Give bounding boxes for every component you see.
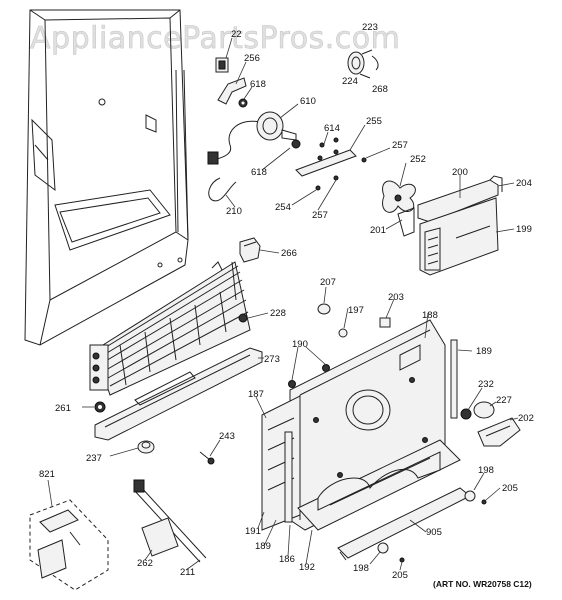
callout-198-bottom: 198 <box>353 563 369 574</box>
art-number: (ART NO. WR20758 C12) <box>433 579 532 589</box>
kit-821-drawing <box>29 499 109 591</box>
screws-257-254-drawing <box>315 157 367 191</box>
callout-199: 199 <box>516 224 532 235</box>
callout-256: 256 <box>244 53 260 64</box>
grommet-618a-drawing <box>238 98 248 108</box>
callout-201: 201 <box>370 225 386 236</box>
callout-190: 190 <box>292 339 308 350</box>
callout-188: 188 <box>422 310 438 321</box>
callout-618-upper: 618 <box>250 79 266 90</box>
callout-210: 210 <box>226 206 242 217</box>
callout-197: 197 <box>348 305 364 316</box>
seal-186-drawing <box>284 431 293 523</box>
light-socket-232-drawing <box>460 408 472 420</box>
callout-192: 192 <box>299 562 315 573</box>
wire-harness-drawing <box>207 120 261 202</box>
screws-198-205-bottom-drawing <box>377 542 405 563</box>
callout-200: 200 <box>452 167 468 178</box>
callout-189-bottom: 189 <box>255 541 271 552</box>
callout-228: 228 <box>270 308 286 319</box>
callout-205-bottom: 205 <box>392 570 408 581</box>
callout-254: 254 <box>275 202 291 213</box>
callout-257-lower: 257 <box>312 210 328 221</box>
callout-203: 203 <box>388 292 404 303</box>
callout-227: 227 <box>496 395 512 406</box>
connector-22-drawing <box>215 57 229 73</box>
callout-labels: 223 22 256 224 268 618 610 614 255 618 2… <box>39 22 534 581</box>
callout-189-right: 189 <box>476 346 492 357</box>
defrost-part-266-drawing <box>239 237 261 263</box>
callout-266: 266 <box>281 248 297 259</box>
heater-tube-211-drawing <box>133 479 207 563</box>
freezer-liner-drawing <box>24 9 189 346</box>
callout-186: 186 <box>279 554 295 565</box>
callout-257-upper: 257 <box>392 140 408 151</box>
callout-268: 268 <box>372 84 388 95</box>
cap-237-drawing <box>137 440 155 454</box>
evaporator-coil-drawing <box>89 261 251 396</box>
fan-motor-610-drawing <box>256 111 297 141</box>
callout-243: 243 <box>219 431 235 442</box>
callout-262: 262 <box>137 558 153 569</box>
callout-273: 273 <box>264 354 280 365</box>
fan-blade-223-drawing <box>347 49 379 79</box>
gasket-189-right-drawing <box>450 339 458 419</box>
callout-255: 255 <box>366 116 382 127</box>
fan-blade-252-drawing <box>382 180 416 213</box>
screws-198-205-right-drawing <box>464 490 487 505</box>
callout-205-right: 205 <box>502 483 518 494</box>
insulation-187-drawing <box>261 395 301 531</box>
callout-202: 202 <box>518 413 534 424</box>
mounting-bracket-614-drawing <box>295 137 357 177</box>
callout-211: 211 <box>180 567 195 578</box>
bulb-227-drawing <box>473 401 495 419</box>
callout-207: 207 <box>320 277 336 288</box>
bracket-256-drawing <box>217 77 247 105</box>
air-duct-drawing <box>297 439 461 531</box>
callout-618-lower: 618 <box>251 167 267 178</box>
evaporator-cover-drawing <box>397 175 503 276</box>
grommet-618b-drawing <box>291 139 301 149</box>
plug-207-drawing <box>317 303 331 315</box>
callout-610: 610 <box>300 96 316 107</box>
callout-237: 237 <box>86 453 102 464</box>
callout-224: 224 <box>342 76 358 87</box>
callout-252: 252 <box>410 154 426 165</box>
callout-232: 232 <box>478 379 494 390</box>
callout-204: 204 <box>516 178 532 189</box>
drain-pan-273-drawing <box>94 347 263 441</box>
screw-243-drawing <box>199 451 215 465</box>
screw-197-drawing <box>338 328 348 338</box>
callout-191: 191 <box>245 526 261 537</box>
callout-198-right: 198 <box>478 465 494 476</box>
lens-202-drawing <box>477 417 521 447</box>
callout-821: 821 <box>39 469 55 480</box>
grommet-261-drawing <box>94 401 106 413</box>
callout-223: 223 <box>362 22 378 33</box>
callout-22: 22 <box>231 29 242 40</box>
callout-261: 261 <box>55 403 71 414</box>
watermark-text: AppliancePartsPros.com <box>30 21 400 56</box>
bracket-262-drawing <box>141 517 179 557</box>
clip-203-drawing <box>379 317 391 328</box>
callout-187: 187 <box>248 389 264 400</box>
callout-614: 614 <box>324 123 340 134</box>
callout-905: 905 <box>426 527 442 538</box>
leader-lines <box>47 37 519 571</box>
